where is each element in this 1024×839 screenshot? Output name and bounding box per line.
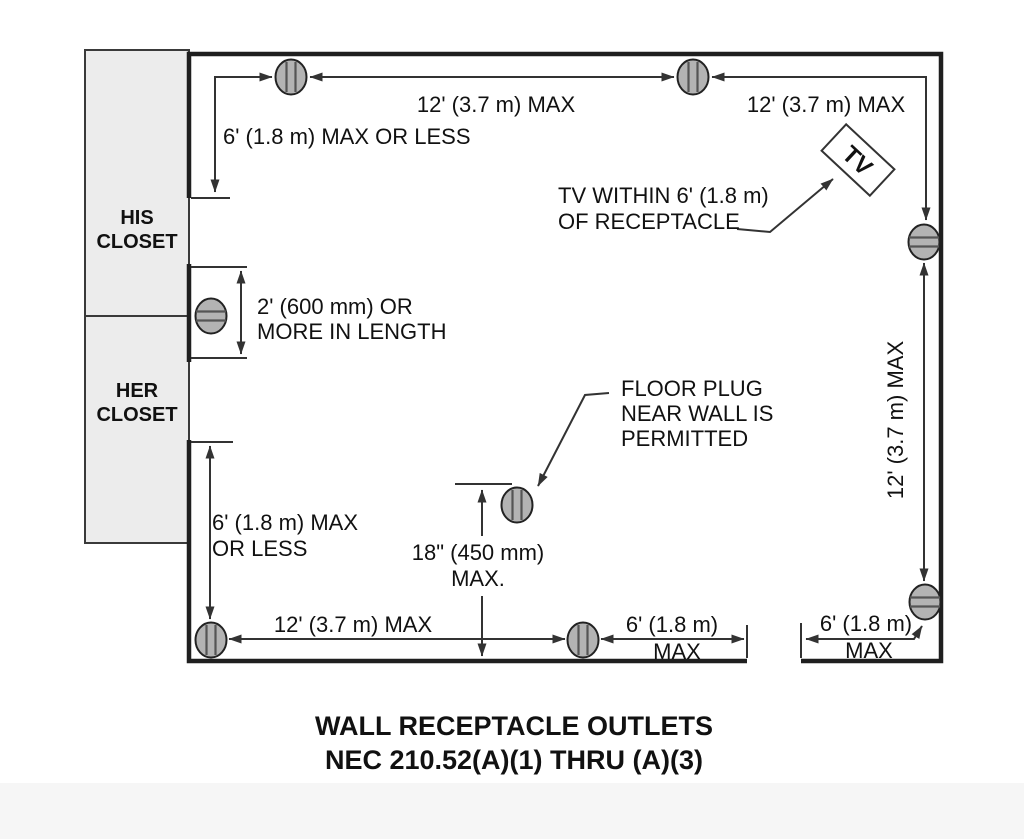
label-floor-plug-3: PERMITTED [621, 426, 748, 451]
dimension-ticks [191, 197, 802, 658]
label-floor-plug-2: NEAR WALL IS [621, 401, 773, 426]
her-closet-label-2: CLOSET [96, 404, 177, 426]
his-closet-label-2: CLOSET [96, 231, 177, 253]
footer-band [0, 783, 1024, 839]
receptacle-outlet-icon [194, 621, 228, 659]
label-bottom-door-1: 6' (1.8 m) [626, 612, 718, 637]
tv-box [820, 122, 896, 198]
dim-top-right-12ft [711, 72, 931, 221]
label-top-left-6ft: 6' (1.8 m) MAX OR LESS [223, 124, 471, 149]
receptacle-outlet-icon [194, 297, 228, 335]
label-top-span-12ft: 12' (3.7 m) MAX [417, 92, 576, 117]
dim-top-left-6ft [210, 72, 273, 193]
label-bottom-door-2: MAX [653, 639, 701, 664]
receptacles [194, 58, 942, 659]
label-floor-plug-dist-1: 18" (450 mm) [412, 540, 545, 565]
label-tv-note-1: TV WITHIN 6' (1.8 m) [558, 183, 769, 208]
receptacle-outlet-icon [908, 583, 942, 621]
label-bottom-span-12ft: 12' (3.7 m) MAX [274, 612, 433, 637]
tv-symbol: TV [820, 122, 896, 198]
leader-floor-plug [537, 392, 610, 487]
his-closet-label-1: HIS [120, 207, 153, 229]
title-line-2: NEC 210.52(A)(1) THRU (A)(3) [325, 745, 703, 775]
closets: HIS CLOSET HER CLOSET [84, 49, 190, 544]
label-closet-wall-2: MORE IN LENGTH [257, 319, 446, 344]
label-right-span-12ft: 12' (3.7 m) MAX [883, 341, 908, 500]
her-closet-label-1: HER [116, 380, 159, 402]
room-walls [186, 51, 944, 664]
label-floor-plug-dist-2: MAX. [451, 566, 505, 591]
dim-bottom-right-6ft [805, 625, 923, 644]
label-left-bottom-2: OR LESS [212, 536, 307, 561]
floor-plug-icon [500, 486, 534, 524]
label-floor-plug-1: FLOOR PLUG [621, 376, 763, 401]
label-closet-wall-1: 2' (600 mm) OR [257, 294, 413, 319]
label-bottom-right-1: 6' (1.8 m) [820, 611, 912, 636]
label-left-bottom-1: 6' (1.8 m) MAX [212, 510, 358, 535]
receptacle-outlet-icon [907, 223, 941, 261]
closet-box [84, 49, 190, 544]
receptacle-outlet-icon [274, 58, 308, 96]
label-bottom-right-2: MAX [845, 638, 893, 663]
title-line-1: WALL RECEPTACLE OUTLETS [315, 711, 713, 741]
receptacle-outlet-icon [676, 58, 710, 96]
dimension-lines [205, 72, 931, 657]
wall-bottom-left-segment [186, 440, 747, 664]
receptacle-outlet-icon [566, 621, 600, 659]
diagram-title: WALL RECEPTACLE OUTLETS NEC 210.52(A)(1)… [315, 711, 713, 775]
labels: 6' (1.8 m) MAX OR LESS 12' (3.7 m) MAX 1… [212, 92, 912, 664]
wall-outline [186, 51, 944, 664]
label-top-right-12ft: 12' (3.7 m) MAX [747, 92, 906, 117]
leader-tv [736, 178, 834, 234]
label-tv-note-2: OF RECEPTACLE [558, 209, 740, 234]
